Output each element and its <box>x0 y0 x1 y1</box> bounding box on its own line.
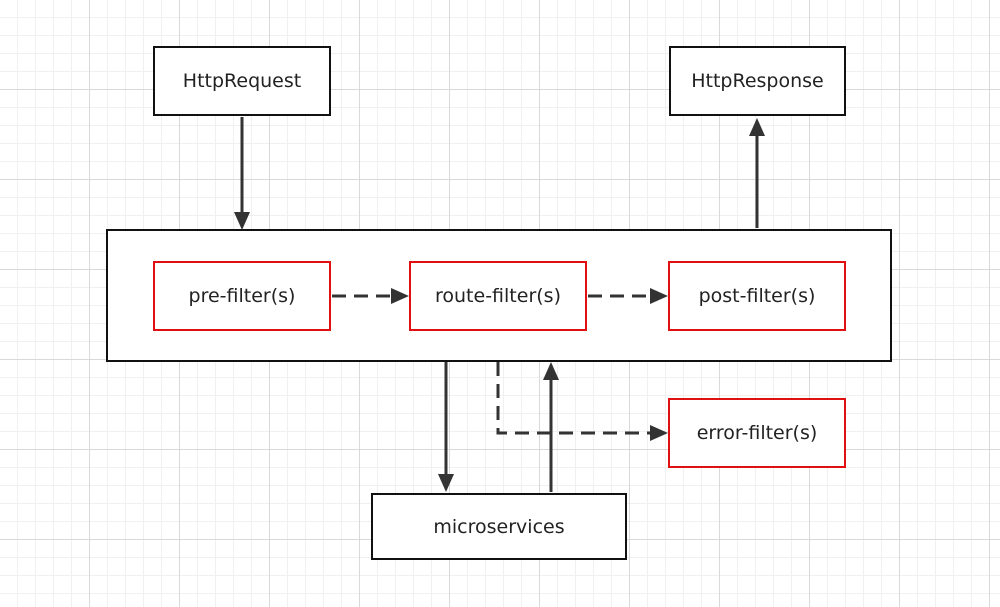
http-request-node: HttpRequest <box>153 46 331 116</box>
http-response-label: HttpResponse <box>691 70 824 92</box>
http-response-node: HttpResponse <box>669 46 846 116</box>
arrowhead-container-up <box>543 362 559 380</box>
arrowhead-microservices-down <box>438 474 454 492</box>
post-filter-label: post-filter(s) <box>698 285 816 307</box>
error-filter-label: error-filter(s) <box>696 422 818 444</box>
edge-to-error-filter <box>496 362 654 435</box>
microservices-node: microservices <box>371 493 627 560</box>
microservices-label: microservices <box>433 515 565 538</box>
arrowhead-error-filter <box>650 425 668 441</box>
error-filter-node: error-filter(s) <box>668 398 846 468</box>
arrowhead-pre-route <box>391 288 409 304</box>
post-filter-node: post-filter(s) <box>668 261 846 331</box>
http-request-label: HttpRequest <box>182 70 302 92</box>
pre-filter-node: pre-filter(s) <box>153 261 331 331</box>
route-filter-label: route-filter(s) <box>435 285 561 307</box>
route-filter-node: route-filter(s) <box>409 261 587 331</box>
arrowhead-request <box>234 212 250 230</box>
arrowhead-response <box>749 118 765 136</box>
pre-filter-label: pre-filter(s) <box>188 285 296 307</box>
arrowhead-route-post <box>650 288 668 304</box>
